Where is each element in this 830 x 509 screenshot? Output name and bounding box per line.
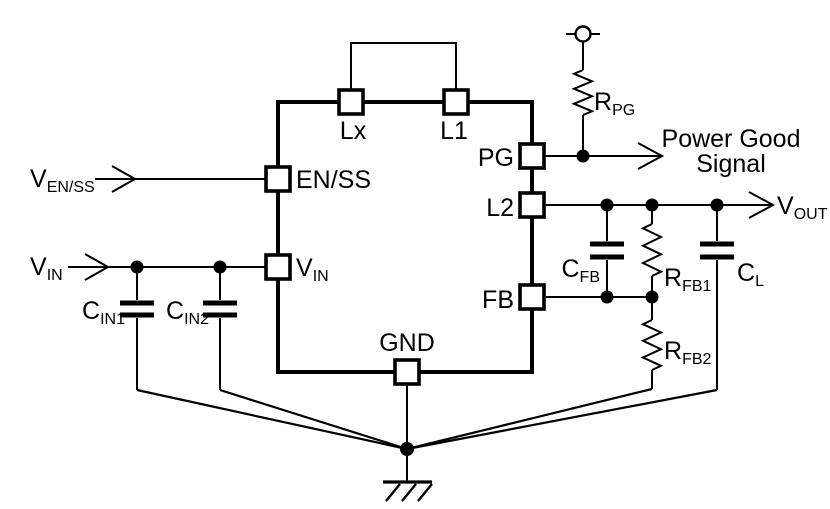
pin-pg — [518, 142, 546, 170]
en-ss-input-net: VEN/SS — [30, 165, 268, 196]
ven-ss-label: VEN/SS — [30, 165, 95, 196]
pin-label-lx: Lx — [340, 117, 367, 145]
rfb2-resistor-zigzag — [640, 319, 664, 371]
pin-gnd — [393, 358, 421, 386]
ic-outline-rect — [276, 100, 534, 374]
power-good-label-line2: Signal — [696, 150, 766, 178]
gnd-junction-dot — [400, 442, 414, 456]
ic-pins — [264, 88, 546, 386]
ic-body — [276, 100, 534, 374]
fb-net — [544, 290, 659, 304]
power-good-net: Power Good Signal — [544, 125, 800, 178]
capacitor-cin1: CIN1 — [82, 267, 408, 451]
ground-hatch-3 — [417, 483, 433, 502]
pin-l1 — [442, 88, 470, 116]
rfb1-resistor-zigzag — [640, 223, 664, 277]
vout-net: VOUT — [544, 191, 828, 223]
pin-label-pg: PG — [478, 144, 514, 172]
pin-lx — [337, 88, 365, 116]
cin1-label: CIN1 — [82, 297, 125, 328]
pin-en-ss — [264, 165, 292, 193]
rpg-label: RPG — [594, 88, 635, 119]
supply-terminal-icon — [574, 25, 592, 43]
rpg-pullup-net: RPG — [566, 25, 635, 156]
pin-label-vin: VIN — [296, 254, 329, 285]
cin1-ground-diagonal — [136, 388, 408, 451]
resistor-rfb1: RFB1 — [640, 205, 712, 297]
ground-hatch-1 — [385, 483, 401, 502]
rfb2-label: RFB2 — [664, 337, 712, 368]
pin-label-fb: FB — [482, 286, 514, 314]
rfb1-label: RFB1 — [664, 264, 712, 295]
cl-ground-diagonal — [406, 388, 718, 451]
ground-net — [383, 384, 433, 502]
pin-l2 — [518, 191, 546, 219]
cl-label: CL — [737, 259, 764, 290]
vout-arrow-icon — [748, 191, 776, 219]
pin-fb — [518, 283, 546, 311]
pin-label-l2: L2 — [486, 194, 514, 222]
resistor-rfb2: RFB2 — [406, 297, 712, 451]
pin-label-l1: L1 — [440, 117, 468, 145]
vout-label: VOUT — [777, 192, 828, 223]
ic-pin-labels: Lx L1 EN/SS VIN PG L2 FB GND — [296, 117, 514, 357]
capacitor-cfb: CFB — [561, 205, 624, 297]
capacitor-cl: CL — [406, 205, 764, 451]
pin-vin — [264, 253, 292, 281]
capacitor-cin2: CIN2 — [166, 267, 408, 451]
pg-arrow-icon — [637, 142, 665, 170]
inductor-loop-wire — [350, 42, 457, 90]
vin-arrow-icon — [84, 253, 111, 281]
cin2-ground-diagonal — [219, 388, 408, 451]
pin-label-gnd: GND — [379, 329, 435, 357]
pin-label-en-ss: EN/SS — [296, 166, 371, 194]
vin-label: VIN — [30, 253, 63, 284]
en-ss-arrow-icon — [111, 165, 138, 193]
rfb2-ground-diagonal — [406, 387, 653, 451]
pg-junction-dot — [576, 149, 590, 163]
vin-input-net: VIN — [30, 253, 268, 284]
cin2-label: CIN2 — [166, 297, 209, 328]
ground-hatch-2 — [401, 483, 417, 502]
rpg-resistor-zigzag — [571, 69, 595, 116]
power-good-label-line1: Power Good — [662, 125, 801, 153]
cfb-label: CFB — [561, 255, 600, 286]
